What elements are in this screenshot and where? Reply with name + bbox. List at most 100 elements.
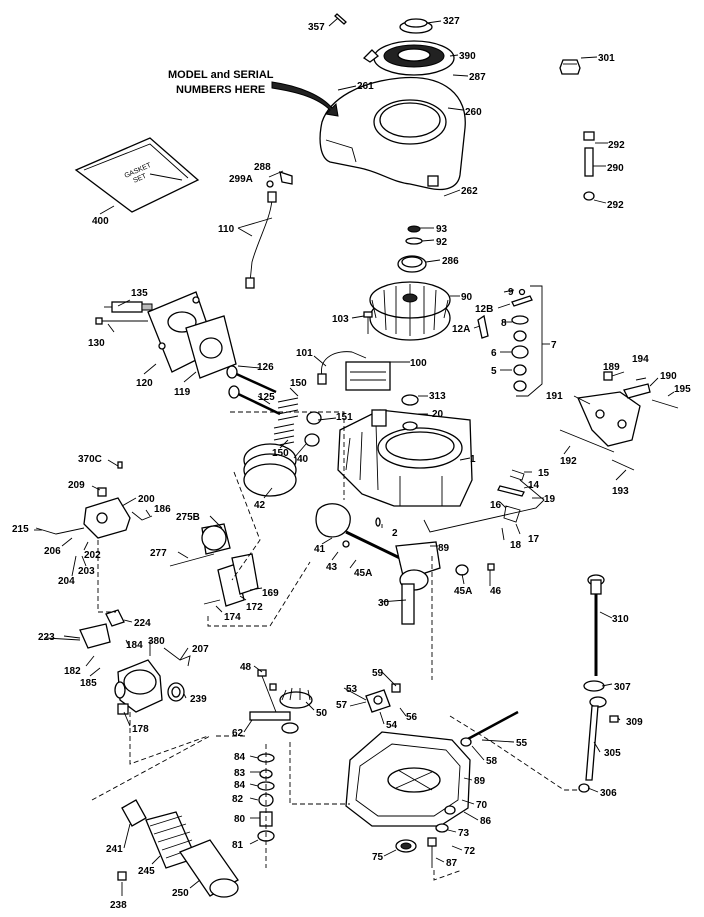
label-5: 5 (491, 366, 497, 377)
breather-parts (423, 469, 545, 533)
label-55: 55 (516, 738, 528, 749)
label-80: 80 (234, 814, 246, 825)
cylinder-block-parts (375, 394, 419, 527)
label-306: 306 (600, 788, 617, 799)
head-gasket (185, 315, 237, 379)
label-292-bottom: 292 (607, 200, 624, 211)
label-182: 182 (64, 666, 81, 677)
label-286: 286 (442, 256, 459, 267)
label-151: 151 (336, 412, 353, 423)
label-50: 50 (316, 708, 328, 719)
label-83: 83 (234, 768, 246, 779)
control-bracket (559, 371, 679, 471)
label-238: 238 (110, 900, 127, 911)
valve-exhaust (226, 365, 277, 394)
label-14: 14 (528, 480, 540, 491)
label-30: 30 (378, 598, 390, 609)
label-275b: 275B (176, 512, 200, 523)
label-92: 92 (436, 237, 448, 248)
label-126: 126 (257, 362, 274, 373)
rewind-starter (362, 40, 455, 76)
oil-fill-tube (578, 696, 619, 793)
label-186: 186 (154, 504, 171, 515)
label-203: 203 (78, 566, 95, 577)
carburetor-upper (35, 461, 153, 539)
label-119: 119 (174, 387, 191, 398)
label-307: 307 (614, 682, 631, 693)
ground-wire (245, 171, 293, 289)
head-bolt (95, 317, 148, 325)
spark-plug (104, 301, 153, 313)
flywheel (369, 281, 451, 341)
label-206: 206 (44, 546, 61, 557)
label-90: 90 (461, 292, 473, 303)
label-12a: 12A (452, 324, 470, 335)
label-262: 262 (461, 186, 478, 197)
model-number-arrow (271, 81, 339, 117)
engine-cover-nut (559, 59, 581, 75)
choke-parts (45, 609, 125, 649)
crankshaft (395, 541, 495, 625)
label-20: 20 (432, 409, 444, 420)
air-cleaner-body (169, 523, 231, 567)
label-299a: 299A (229, 174, 253, 185)
label-400: 400 (92, 216, 109, 227)
label-18: 18 (510, 540, 522, 551)
label-9: 9 (508, 287, 514, 298)
label-150-bottom: 150 (272, 448, 289, 459)
label-7: 7 (551, 340, 557, 351)
camshaft (249, 687, 313, 734)
governor-shaft (460, 710, 519, 747)
label-2: 2 (392, 528, 398, 539)
cam-bolt-48 (257, 669, 277, 713)
label-45a-right: 45A (454, 586, 472, 597)
valve-intake (228, 385, 281, 416)
carb-gasket-239 (167, 682, 185, 702)
label-15: 15 (538, 468, 550, 479)
label-204: 204 (58, 576, 75, 587)
label-305: 305 (604, 748, 621, 759)
label-310: 310 (612, 614, 629, 625)
label-19: 19 (544, 494, 556, 505)
label-1: 1 (470, 454, 476, 465)
label-193: 193 (612, 486, 629, 497)
label-82: 82 (232, 794, 244, 805)
label-58: 58 (486, 756, 498, 767)
label-245: 245 (138, 866, 155, 877)
label-120: 120 (136, 378, 153, 389)
label-288: 288 (254, 162, 271, 173)
label-290: 290 (607, 163, 624, 174)
fuel-hose (583, 131, 595, 201)
sump-seal-bolts (395, 805, 456, 868)
label-261: 261 (357, 81, 374, 92)
label-357: 357 (308, 22, 325, 33)
label-184: 184 (126, 640, 143, 651)
label-41: 41 (314, 544, 326, 555)
label-178: 178 (132, 724, 149, 735)
label-45a-left: 45A (354, 568, 372, 579)
carburetor (114, 647, 191, 715)
label-89-bottom: 89 (474, 776, 486, 787)
label-46: 46 (490, 586, 502, 597)
label-101: 101 (296, 348, 313, 359)
governor-gear (365, 683, 401, 713)
label-84-top: 84 (234, 752, 246, 763)
ignition-armature (317, 351, 391, 391)
label-190: 190 (660, 371, 677, 382)
label-84-bottom: 84 (234, 780, 246, 791)
label-130: 130 (88, 338, 105, 349)
label-125: 125 (258, 392, 275, 403)
label-8: 8 (501, 318, 507, 329)
label-87: 87 (446, 858, 458, 869)
label-48: 48 (240, 662, 252, 673)
label-16: 16 (490, 500, 502, 511)
label-301: 301 (598, 53, 615, 64)
label-292-top: 292 (608, 140, 625, 151)
label-189: 189 (603, 362, 620, 373)
label-241: 241 (106, 844, 123, 855)
label-43: 43 (326, 562, 338, 573)
label-223: 223 (38, 632, 55, 643)
label-260: 260 (465, 107, 482, 118)
label-277: 277 (150, 548, 167, 559)
label-135: 135 (131, 288, 148, 299)
